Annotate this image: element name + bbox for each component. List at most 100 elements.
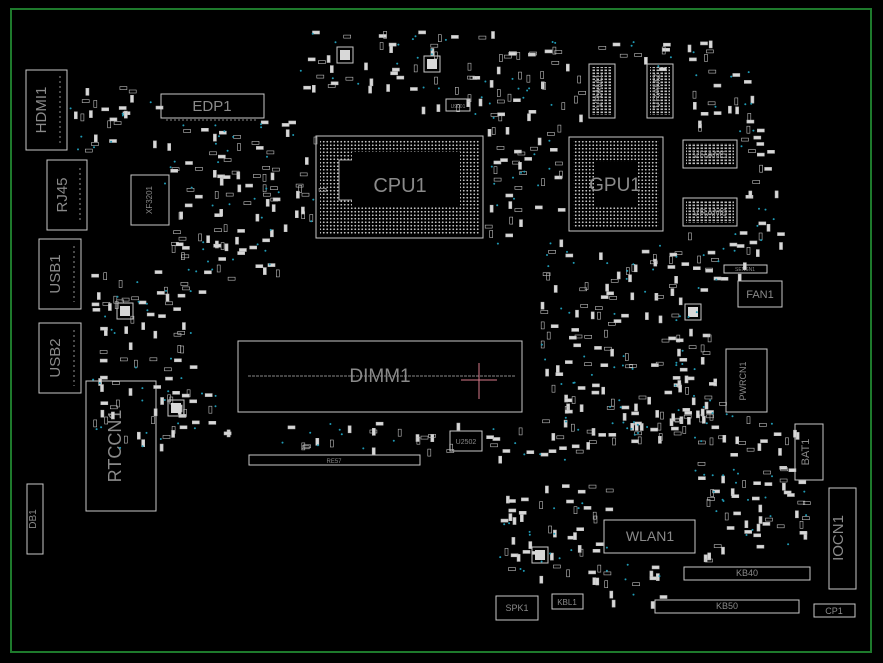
via bbox=[549, 552, 552, 555]
smd-part bbox=[413, 64, 418, 73]
kbl-connector[interactable]: KBL1 bbox=[551, 593, 584, 610]
smd-part bbox=[303, 85, 311, 90]
rj45-connector[interactable]: RJ45 bbox=[46, 159, 88, 231]
pwrcn-connector[interactable]: PWRCN1 bbox=[725, 348, 768, 413]
via bbox=[674, 384, 677, 387]
via bbox=[605, 569, 608, 572]
smd-part bbox=[735, 436, 740, 445]
smd-part bbox=[154, 270, 163, 274]
via bbox=[80, 135, 83, 138]
smd-part bbox=[508, 513, 513, 522]
vram5-chip[interactable]: VRAM5 bbox=[682, 139, 738, 169]
usb2-label: USB2 bbox=[47, 338, 64, 377]
cpu-package[interactable]: CPU1 bbox=[315, 135, 484, 239]
smd-part bbox=[696, 410, 700, 419]
wlan-module[interactable]: WLAN1 bbox=[603, 519, 696, 554]
hdmi-connector[interactable]: HDMI1 bbox=[25, 69, 68, 151]
crystal-component[interactable]: XF3201 bbox=[130, 174, 170, 226]
smd-part bbox=[318, 188, 327, 192]
smd-part bbox=[130, 315, 135, 324]
fpc-connector[interactable]: RE57 bbox=[248, 454, 421, 466]
smd-part bbox=[508, 567, 516, 571]
via bbox=[657, 65, 660, 68]
smd-part bbox=[659, 67, 667, 71]
smd-part bbox=[208, 405, 213, 414]
smd-part bbox=[249, 245, 257, 250]
usb1-connector[interactable]: USB1 bbox=[38, 238, 82, 310]
smd-part bbox=[158, 314, 166, 318]
smd-part bbox=[684, 375, 689, 384]
smd-part bbox=[650, 427, 658, 432]
smd-part bbox=[530, 146, 538, 151]
via bbox=[218, 135, 220, 138]
db-connector[interactable]: DB1 bbox=[26, 483, 44, 555]
smd-part bbox=[219, 130, 227, 135]
via bbox=[116, 295, 119, 298]
smd-part bbox=[707, 101, 716, 106]
via bbox=[546, 254, 548, 256]
smd-part bbox=[100, 375, 108, 380]
via bbox=[226, 149, 229, 152]
kb50-connector[interactable]: KB50 bbox=[654, 599, 800, 614]
usb2-connector[interactable]: USB2 bbox=[38, 322, 82, 394]
iocn-connector[interactable]: IOCN1 bbox=[828, 487, 857, 590]
vram6-chip[interactable]: VRAM6 bbox=[682, 197, 738, 227]
vram2-chip[interactable]: VRAM2 bbox=[646, 63, 674, 119]
via bbox=[260, 126, 263, 129]
via bbox=[731, 415, 734, 418]
smd-part bbox=[509, 216, 514, 225]
via bbox=[573, 381, 576, 384]
via bbox=[626, 563, 629, 566]
via bbox=[756, 224, 759, 227]
smd-part bbox=[584, 282, 589, 290]
via bbox=[633, 433, 636, 436]
smd-part bbox=[237, 229, 245, 233]
via bbox=[659, 244, 661, 247]
smd-part bbox=[498, 455, 503, 464]
smd-components bbox=[74, 30, 811, 609]
fpc-label: RE57 bbox=[326, 459, 342, 465]
smd-part bbox=[177, 293, 186, 298]
via bbox=[722, 247, 725, 250]
smd-part bbox=[540, 452, 549, 457]
smd-part bbox=[788, 468, 797, 473]
kb40-connector[interactable]: KB40 bbox=[683, 566, 811, 581]
via bbox=[190, 186, 193, 189]
via bbox=[528, 87, 531, 90]
smd-part bbox=[662, 47, 671, 52]
vram1-chip[interactable]: VRAM1 bbox=[588, 63, 616, 119]
bat-connector[interactable]: BAT1 bbox=[794, 423, 824, 481]
smd-part bbox=[496, 146, 505, 150]
smd-part bbox=[705, 267, 713, 272]
smd-part bbox=[651, 565, 660, 570]
smd-part bbox=[708, 40, 713, 49]
via bbox=[444, 38, 447, 41]
via bbox=[626, 269, 629, 272]
spk-connector[interactable]: SPK1 bbox=[495, 595, 539, 621]
smd-part bbox=[746, 247, 751, 255]
smd-part bbox=[519, 219, 523, 227]
via bbox=[159, 438, 162, 440]
smd-part bbox=[298, 185, 303, 193]
smd-part bbox=[295, 183, 304, 188]
smd-part bbox=[559, 446, 567, 451]
smd-part bbox=[141, 322, 145, 330]
via bbox=[624, 578, 627, 581]
smd-part bbox=[802, 516, 810, 521]
via bbox=[751, 528, 754, 531]
rtccn-connector[interactable]: RTCCN1 bbox=[85, 380, 157, 512]
cp-connector[interactable]: CP1 bbox=[813, 603, 856, 618]
dimm-slot[interactable]: DIMM1 bbox=[237, 340, 523, 413]
via bbox=[550, 103, 553, 106]
via bbox=[496, 242, 499, 245]
via bbox=[702, 254, 705, 257]
gpu-package[interactable]: GPU1 bbox=[568, 136, 664, 232]
via bbox=[631, 367, 634, 370]
smd-part bbox=[652, 254, 657, 262]
fan-connector[interactable]: FAN1 bbox=[737, 280, 783, 308]
via bbox=[613, 312, 616, 315]
u2502-chip[interactable]: U2502 bbox=[449, 430, 483, 452]
smd-part bbox=[684, 411, 693, 415]
smd-part bbox=[222, 175, 231, 179]
smd-part bbox=[625, 364, 633, 369]
